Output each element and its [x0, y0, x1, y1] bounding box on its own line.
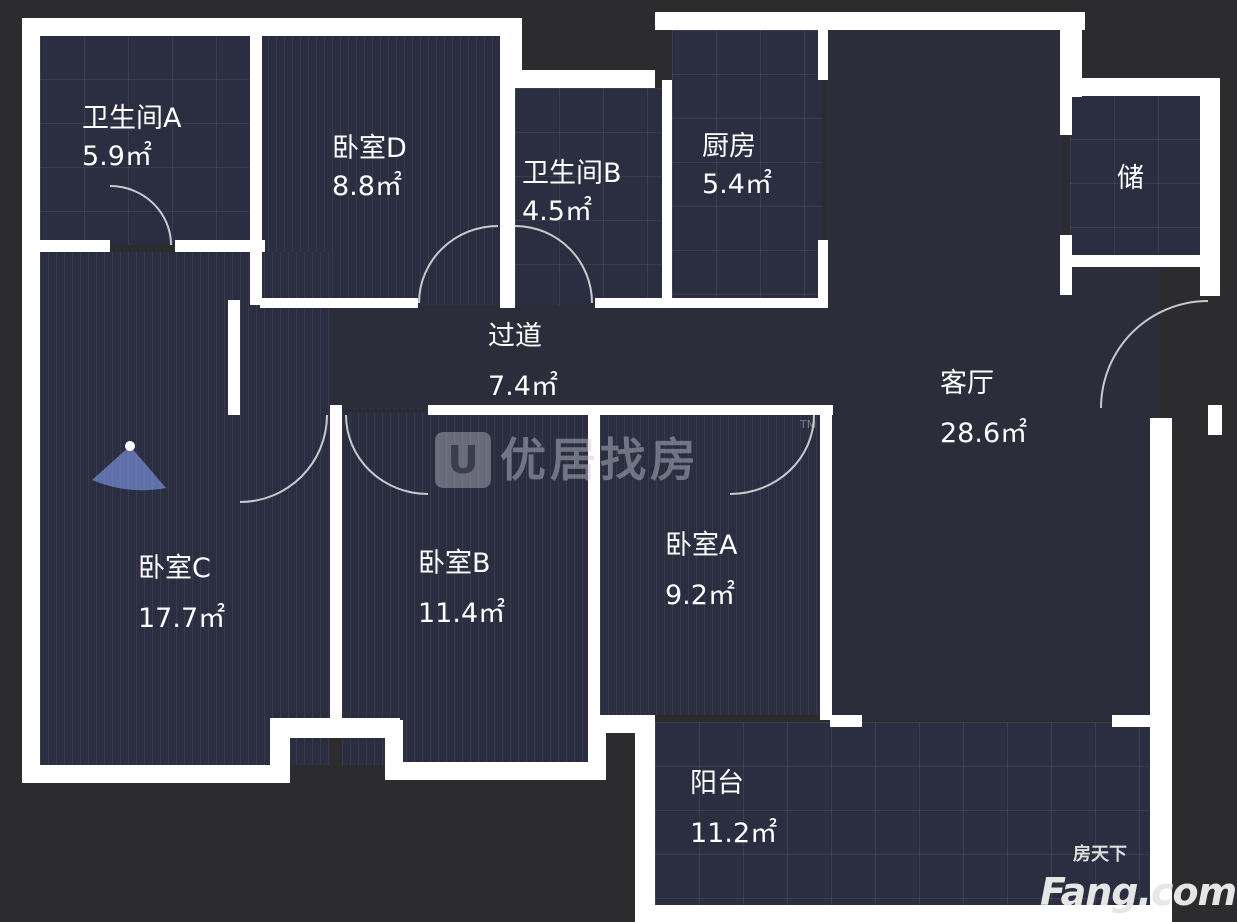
wall — [635, 905, 1172, 922]
wall — [250, 30, 262, 305]
wall — [600, 715, 655, 733]
room-kitchen — [672, 30, 822, 305]
wall — [22, 18, 40, 783]
wall — [22, 18, 522, 36]
wall — [635, 715, 655, 915]
wall — [260, 298, 418, 308]
room-corridor — [238, 305, 830, 410]
wall — [40, 240, 110, 252]
wall — [1208, 405, 1222, 435]
wall — [270, 718, 400, 738]
wall — [515, 70, 655, 88]
room-bedroom-c — [40, 252, 330, 765]
wall — [22, 765, 287, 783]
fang-logo: Fang.com — [1040, 870, 1237, 914]
fang-logo-cn: 房天下 — [1073, 844, 1127, 865]
wall — [655, 12, 1085, 30]
camera-view-icon — [92, 441, 166, 491]
wall — [228, 405, 240, 415]
watermark-text: 优居找房 — [500, 433, 700, 487]
wall — [428, 405, 833, 415]
wall — [175, 240, 265, 252]
wall — [1150, 418, 1172, 918]
wall — [1060, 255, 1220, 267]
room-label: 储 — [1117, 163, 1144, 194]
wall — [830, 715, 862, 727]
wall — [330, 405, 342, 725]
wall — [1200, 78, 1220, 296]
wall — [1060, 90, 1072, 135]
wall — [1060, 12, 1082, 97]
wall — [1060, 235, 1072, 295]
wall — [1060, 78, 1220, 96]
wall — [228, 300, 240, 412]
wall — [588, 405, 600, 720]
wall — [500, 18, 522, 78]
wall — [500, 78, 515, 308]
room-storage — [1070, 95, 1200, 255]
wall — [818, 240, 828, 308]
wall — [1112, 715, 1157, 727]
room-living — [826, 30, 1062, 720]
wall — [385, 762, 605, 780]
wall — [662, 80, 672, 305]
watermark-tm: TM — [800, 418, 817, 431]
room-balcony — [655, 722, 1150, 905]
wall — [595, 298, 827, 308]
wall — [818, 30, 828, 80]
watermark-logo: U — [435, 432, 491, 488]
wall — [820, 405, 832, 720]
